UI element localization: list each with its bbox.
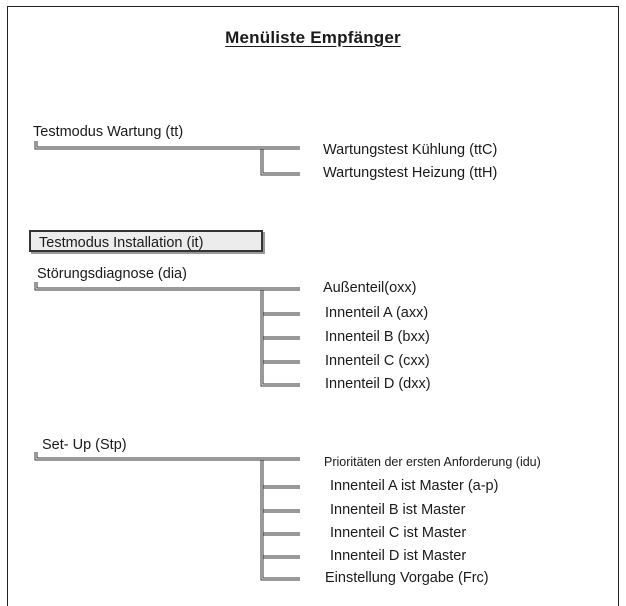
submenu-item-einstellung-vorgabe: Einstellung Vorgabe (Frc) xyxy=(325,570,489,586)
submenu-item-innenteil-a: Innenteil A (axx) xyxy=(325,305,429,321)
submenu-item-innenteil-c-master: Innenteil C ist Master xyxy=(330,525,467,541)
connector-dia-item-c xyxy=(263,336,300,340)
submenu-item-innenteil-b: Innenteil B (bxx) xyxy=(325,329,430,345)
connector-stp-item-2 xyxy=(263,485,300,489)
menu-item-stoerungsdiagnose: Störungsdiagnose (dia) xyxy=(37,266,187,282)
connector-wartung-trunk xyxy=(34,141,300,150)
menu-item-set-up: Set- Up (Stp) xyxy=(42,437,127,453)
connector-dia-item-b xyxy=(263,312,300,316)
connector-wartung-branch xyxy=(260,149,300,176)
submenu-item-innenteil-c: Innenteil C (cxx) xyxy=(325,353,430,369)
menu-item-testmodus-wartung: Testmodus Wartung (tt) xyxy=(33,124,184,140)
connector-dia-item-d xyxy=(263,360,300,364)
submenu-item-innenteil-a-master: Innenteil A ist Master (a-p) xyxy=(330,478,499,494)
menu-item-testmodus-installation-box: Testmodus Installation (it) xyxy=(29,230,263,252)
menu-tree-connectors xyxy=(34,141,300,581)
diagram-frame xyxy=(7,6,619,606)
submenu-item-innenteil-d-master: Innenteil D ist Master xyxy=(330,548,467,564)
submenu-item-wartungstest-kuehlung: Wartungstest Kühlung (ttC) xyxy=(323,142,498,158)
connector-stp-trunk xyxy=(34,452,300,461)
menu-item-testmodus-installation: Testmodus Installation (it) xyxy=(39,235,204,251)
connector-stp-item-5 xyxy=(263,555,300,559)
submenu-item-innenteil-b-master: Innenteil B ist Master xyxy=(330,502,466,518)
connector-stp-item-3 xyxy=(263,509,300,513)
diagram-title: Menüliste Empfänger xyxy=(225,28,401,47)
connector-stp-branch xyxy=(260,460,300,581)
submenu-item-innenteil-d: Innenteil D (dxx) xyxy=(325,376,431,392)
connector-dia-trunk xyxy=(34,282,300,291)
connector-dia-branch xyxy=(260,290,300,387)
connector-stp-item-4 xyxy=(263,532,300,536)
submenu-item-prioritaeten: Prioritäten der ersten Anforderung (idu) xyxy=(324,455,541,469)
submenu-item-wartungstest-heizung: Wartungstest Heizung (ttH) xyxy=(323,165,498,181)
submenu-item-aussenteil: Außenteil(oxx) xyxy=(323,280,417,296)
